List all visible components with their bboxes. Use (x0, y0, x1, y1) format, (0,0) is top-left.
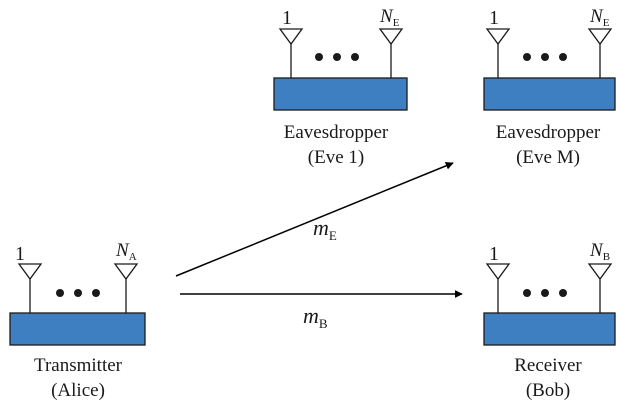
eavesdropper-m-node: 1 NE Eavesdropper (Eve M) (483, 6, 616, 168)
receiver-label: Receiver (514, 355, 582, 376)
antenna-index-first: 1 (489, 7, 499, 29)
eavesdropper-1-sublabel: (Eve 1) (308, 147, 364, 168)
evem-antenna-n (587, 28, 613, 78)
antenna-index-first: 1 (489, 243, 499, 265)
ellipsis-dots (523, 289, 567, 297)
transmitter-sublabel: (Alice) (51, 380, 105, 401)
antenna-icon (587, 28, 613, 46)
eavesdropper-m-sublabel: (Eve M) (516, 147, 580, 168)
eve1-antenna-n (378, 28, 404, 78)
transmitter-label: Transmitter (34, 355, 123, 376)
eve1-antenna-1 (278, 28, 304, 78)
antenna-icon (378, 28, 404, 46)
transmitter-box (9, 312, 146, 346)
receiver-node: 1 NB Receiver (Bob) (483, 240, 616, 401)
eavesdropper-1-node: 1 NE Eavesdropper (Eve 1) (273, 6, 408, 168)
link-bob-label: mB (303, 303, 328, 331)
antenna-icon (587, 263, 613, 281)
ellipsis-dots (56, 289, 100, 297)
transmitter-antenna-n (113, 263, 139, 313)
receiver-box (483, 312, 616, 346)
antenna-icon (113, 263, 139, 281)
antenna-icon (485, 263, 511, 281)
antenna-count-label: NE (379, 6, 400, 29)
transmitter-antenna-1 (17, 263, 43, 313)
ellipsis-dots (523, 53, 567, 61)
eavesdropper-m-box (483, 77, 616, 111)
eavesdropper-1-box (273, 77, 408, 111)
antenna-count-label: NA (115, 240, 137, 263)
antenna-icon (17, 263, 43, 281)
ellipsis-dots (315, 53, 359, 61)
receiver-antenna-1 (485, 263, 511, 313)
eavesdropper-1-label: Eavesdropper (284, 122, 389, 143)
antenna-index-first: 1 (282, 7, 292, 29)
receiver-sublabel: (Bob) (526, 380, 570, 401)
antenna-count-label: NB (589, 240, 610, 263)
antenna-index-first: 1 (15, 243, 25, 265)
eavesdropper-m-label: Eavesdropper (496, 122, 601, 143)
link-to-eavesdropper-arrow (175, 162, 454, 277)
evem-antenna-1 (485, 28, 511, 78)
antenna-icon (485, 28, 511, 46)
receiver-antenna-n (587, 263, 613, 313)
transmitter-node: 1 NA Transmitter (Alice) (9, 240, 146, 401)
antenna-count-label: NE (589, 6, 610, 29)
antenna-icon (278, 28, 304, 46)
link-eve-label: mE (313, 215, 337, 243)
